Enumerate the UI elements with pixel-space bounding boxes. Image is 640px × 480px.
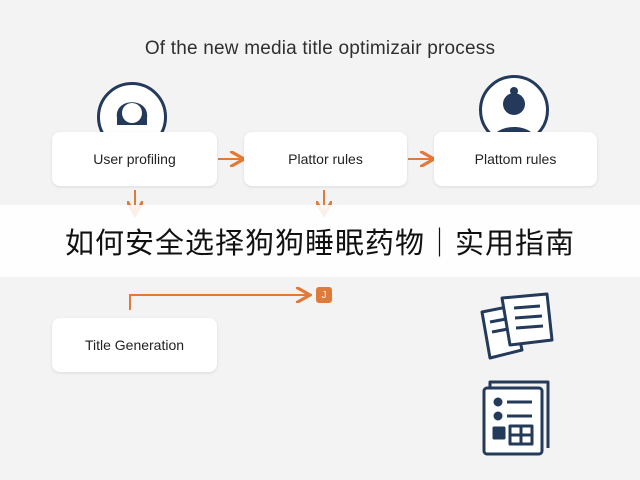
banner-text: 如何安全选择狗狗睡眠药物｜实用指南 [64,226,575,260]
box-user-profiling: User profiling [52,132,217,186]
overlay-banner: 如何安全选择狗狗睡眠药物｜实用指南 [0,205,640,277]
box-plattom-rules: Plattom rules [434,132,597,186]
arrow-feedback [129,295,308,310]
label-user-profiling: User profiling [93,151,176,167]
box-title-generation: Title Generation [52,318,217,372]
label-plattor-rules: Plattor rules [288,151,363,167]
label-plattom-rules: Plattom rules [474,151,557,167]
step-badge: J [316,287,332,303]
box-plattor-rules: Plattor rules [244,132,407,186]
label-title-generation: Title Generation [84,337,185,353]
diagram-title: Of the new media title optimizair proces… [144,38,496,59]
